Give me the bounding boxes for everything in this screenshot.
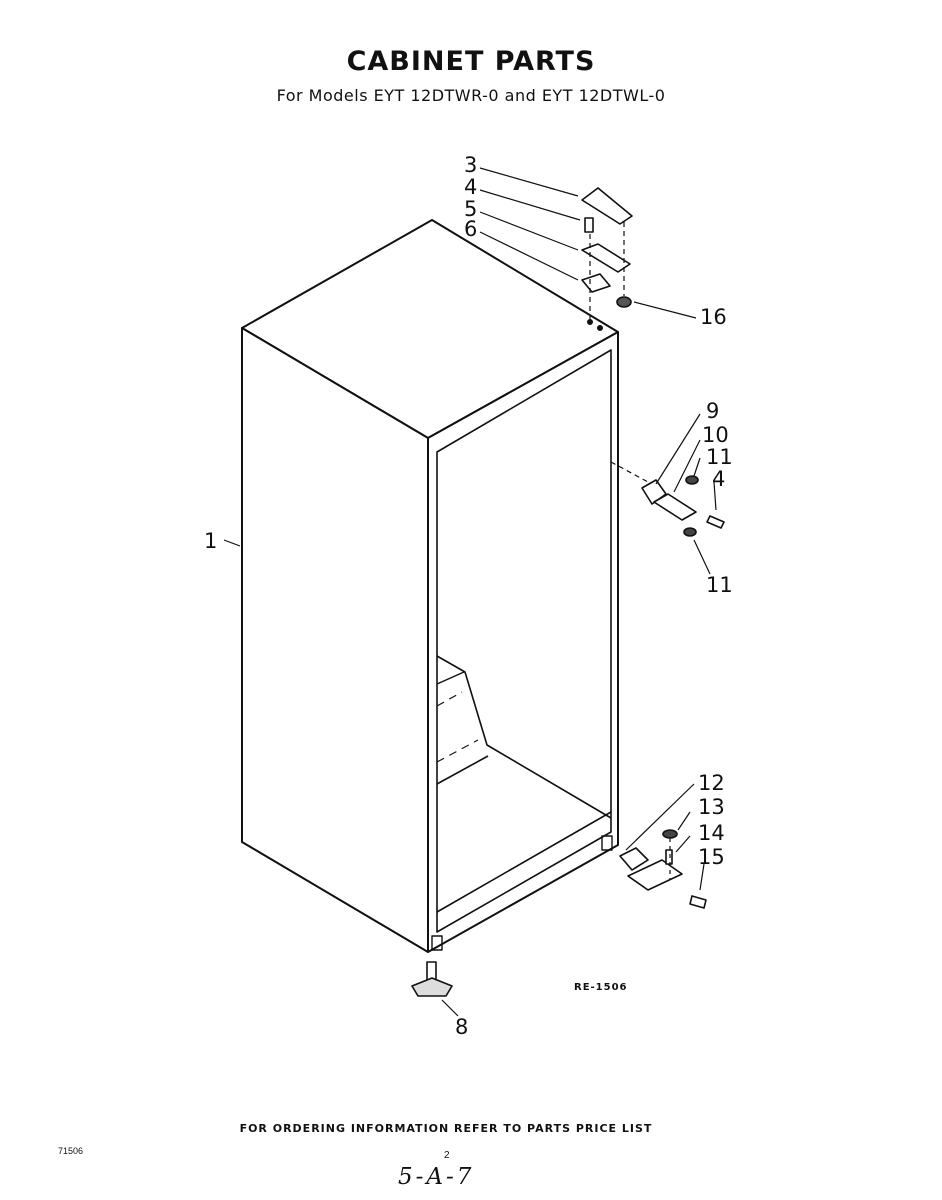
callout-16: 16 [700, 305, 727, 329]
callout-8: 8 [455, 1015, 468, 1039]
bottom-hinge-assembly [619, 829, 707, 909]
leveling-leg-assembly [411, 961, 453, 997]
page-number: 2 [444, 1150, 450, 1161]
document-code: 71506 [58, 1146, 84, 1156]
callout-10: 10 [702, 423, 729, 447]
callout-1: 1 [204, 529, 217, 553]
bottom-hinge-bracket [627, 859, 683, 891]
hinge-screw-4-mid [706, 515, 725, 529]
washer-16 [616, 296, 632, 308]
cabinet-front-face [427, 331, 619, 953]
callout-6: 6 [464, 217, 477, 241]
cabinet-body [241, 219, 619, 953]
washer-11-bottom [683, 527, 697, 537]
washer-11-top [685, 475, 699, 485]
callout-4-mid: 4 [712, 467, 725, 491]
hinge-shim-6 [581, 273, 611, 293]
callout-labels: 1 3 4 5 6 16 9 10 11 4 11 12 13 14 15 8 [204, 153, 733, 1039]
leg-base-8 [411, 977, 453, 997]
interior-floor-edge [436, 755, 489, 785]
washer-13 [662, 829, 678, 839]
interior-rear-edge [436, 655, 612, 819]
pin-14 [665, 849, 673, 865]
handwritten-note: 5-A-7 [398, 1164, 475, 1190]
callout-5: 5 [464, 197, 477, 221]
front-foot-left [431, 935, 443, 951]
hinge-cover-3 [581, 187, 633, 225]
bottom-hinge-12 [619, 847, 649, 871]
door-opening-frame [436, 349, 612, 933]
interior-floor-front [436, 811, 612, 913]
callout-12: 12 [698, 771, 725, 795]
interior-dash-1 [436, 691, 463, 707]
callout-4-top: 4 [464, 175, 477, 199]
top-hinge-assembly [581, 187, 633, 322]
callout-15: 15 [698, 845, 725, 869]
hinge-bracket-10 [653, 493, 697, 521]
callout-11-bottom: 11 [706, 573, 733, 597]
callout-14: 14 [698, 821, 725, 845]
hinge-screw-4-top [584, 217, 594, 233]
leader-lines [223, 167, 717, 1017]
callout-3: 3 [464, 153, 477, 177]
ordering-note: FOR ORDERING INFORMATION REFER TO PARTS … [239, 1122, 653, 1135]
top-hinge-hole-2 [597, 325, 603, 331]
middle-hinge-assembly [610, 461, 725, 537]
interior-shelf-edge [436, 671, 465, 685]
screw-15 [689, 895, 707, 909]
top-hinge-5 [581, 243, 631, 273]
cabinet-left-face [241, 327, 429, 953]
drawing-reference: RE-1506 [574, 982, 628, 993]
callout-13: 13 [698, 795, 725, 819]
callout-9: 9 [706, 399, 719, 423]
callout-11-top: 11 [706, 445, 733, 469]
top-hinge-hole-1 [587, 319, 593, 325]
interior-dash-2 [436, 739, 479, 763]
page-title: CABINET PARTS [346, 46, 596, 77]
page-subtitle: For Models EYT 12DTWR-0 and EYT 12DTWL-0 [276, 86, 666, 105]
front-foot-right [601, 835, 613, 851]
